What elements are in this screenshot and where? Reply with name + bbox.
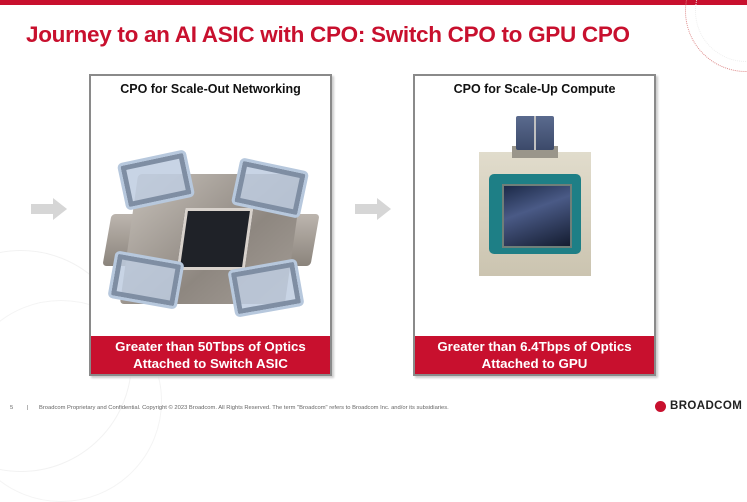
card-heading: CPO for Scale-Out Networking (120, 82, 301, 96)
card-scale-out-networking: CPO for Scale-Out Networking Greater tha… (89, 74, 332, 376)
legal-text: Broadcom Proprietary and Confidential. C… (39, 405, 449, 411)
gpu-cpo-image (479, 116, 591, 276)
caption-line: Greater than 50Tbps of Optics (115, 339, 306, 354)
switch-asic-cpo-image (102, 146, 320, 336)
arrow-right-icon (355, 198, 393, 220)
card-caption: Greater than 50Tbps of Optics Attached t… (91, 336, 330, 374)
broadcom-logo-icon (655, 400, 666, 412)
slide-title: Journey to an AI ASIC with CPO: Switch C… (26, 22, 630, 47)
card-caption: Greater than 6.4Tbps of Optics Attached … (415, 336, 654, 374)
card-heading: CPO for Scale-Up Compute (453, 82, 616, 96)
caption-line: Greater than 6.4Tbps of Optics (437, 339, 632, 354)
broadcom-logo: BROADCOM (655, 400, 742, 412)
footer-separator: | (26, 405, 29, 411)
footer: 5 | Broadcom Proprietary and Confidentia… (10, 405, 449, 411)
top-accent-bar (0, 0, 747, 5)
caption-line: Attached to Switch ASIC (133, 356, 288, 371)
arrow-right-icon (31, 198, 69, 220)
logo-text: BROADCOM (670, 400, 743, 412)
caption-line: Attached to GPU (481, 356, 588, 371)
card-scale-up-compute: CPO for Scale-Up Compute Greater than 6.… (413, 74, 656, 376)
page-number: 5 (10, 405, 14, 411)
